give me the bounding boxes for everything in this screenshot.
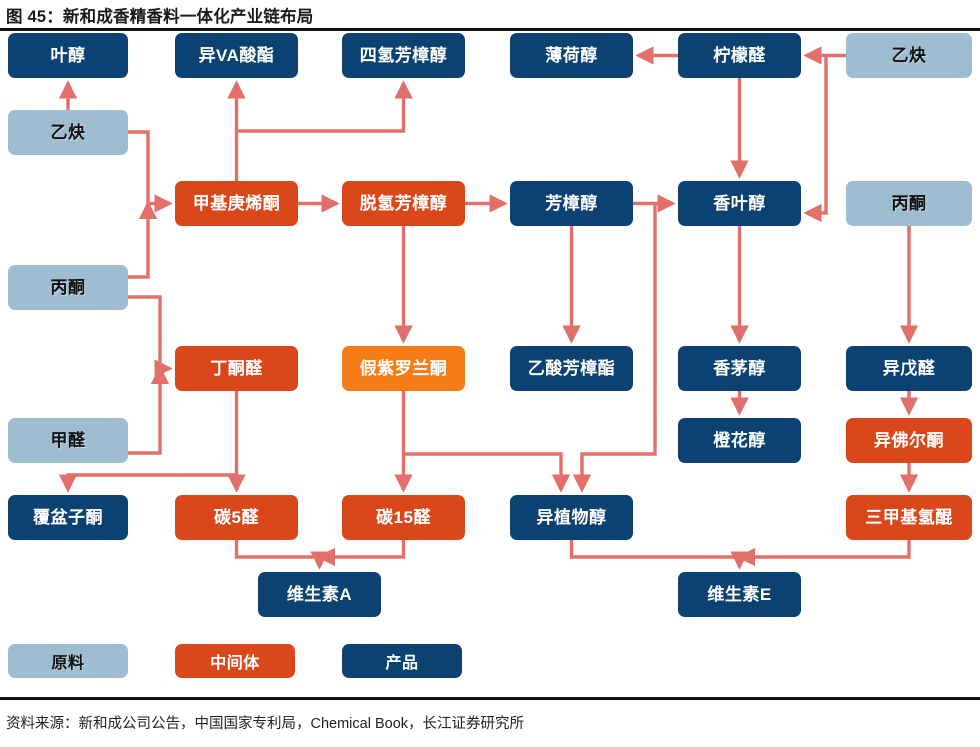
node-jiaziluolan: 假紫罗兰酮	[342, 346, 465, 391]
node-label: 丙酮	[891, 194, 927, 213]
node-yiva: 异VA酸酯	[175, 33, 298, 78]
node-label: 香叶醇	[713, 194, 766, 213]
node-label: 丙酮	[50, 278, 86, 297]
node-label: 维生素A	[286, 585, 353, 604]
node-tan5: 碳5醛	[175, 495, 298, 540]
source-note: 资料来源：新和成公司公告，中国国家专利局，Chemical Book，长江证券研…	[6, 716, 525, 732]
legend: 原料 中间体 产品	[0, 644, 980, 684]
edge-jiaziluolan-to-yizhiwuchun	[403, 452, 571, 493]
edge-tan15-to-weishengsua	[316, 540, 406, 567]
node-label: 异VA酸酯	[198, 46, 275, 65]
node-weishengsua: 维生素A	[258, 572, 381, 617]
node-sanjiajiqing: 三甲基氢醌	[846, 495, 972, 540]
node-label: 假紫罗兰酮	[359, 359, 448, 378]
node-label: 丁酮醛	[210, 359, 263, 378]
node-yizhiwuchun: 异植物醇	[510, 495, 633, 540]
node-label: 乙炔	[891, 46, 927, 65]
node-label: 乙酸芳樟酯	[527, 359, 616, 378]
node-dingtongquan: 丁酮醛	[175, 346, 298, 391]
edge-tan5-to-weishengsua	[234, 540, 329, 570]
node-label: 柠檬醛	[713, 46, 766, 65]
node-chenghuachun: 橙花醇	[678, 418, 801, 463]
edge-bingtong-to-jiajigengxi	[128, 200, 158, 279]
node-tuoqing: 脱氢芳樟醇	[342, 181, 465, 226]
footer-divider	[0, 697, 980, 700]
diagram-canvas: 叶醇异VA酸酯四氢芳樟醇薄荷醇柠檬醛乙炔乙炔甲基庚烯酮脱氢芳樟醇芳樟醇香叶醇丙酮…	[0, 29, 980, 697]
node-label: 橙花醇	[713, 431, 766, 450]
legend-label-raw: 原料	[51, 655, 85, 672]
node-label: 甲基庚烯酮	[192, 194, 281, 213]
node-label: 香茅醇	[713, 359, 766, 378]
node-jiajigengxi: 甲基庚烯酮	[175, 181, 298, 226]
node-label: 三甲基氢醌	[865, 508, 953, 527]
node-label: 异佛尔酮	[874, 431, 944, 450]
node-xiangmaochun: 香茅醇	[678, 346, 801, 391]
node-label: 碳5醛	[214, 508, 259, 527]
node-label: 异戊醛	[882, 359, 936, 378]
node-jiaquan: 甲醛	[8, 418, 128, 463]
title-divider	[0, 28, 980, 31]
node-bohechun: 薄荷醇	[510, 33, 633, 78]
legend-item-intermediate: 中间体	[175, 644, 295, 678]
edge-dingtongquan-to-fupenzi	[58, 473, 237, 493]
legend-label-product: 产品	[385, 655, 419, 672]
node-label: 甲醛	[50, 431, 86, 450]
node-label: 芳樟醇	[545, 194, 598, 213]
node-yisuanfang: 乙酸芳樟酯	[510, 346, 633, 391]
node-label: 碳15醛	[376, 508, 431, 527]
node-fangzhangchun: 芳樟醇	[510, 181, 633, 226]
edge-bingtong-to-dingtongquan	[128, 295, 173, 378]
page-title: 图 45：新和成香精香料一体化产业链布局	[6, 7, 314, 26]
node-label: 异植物醇	[536, 508, 607, 527]
legend-label-intermediate: 中间体	[210, 655, 260, 672]
node-yifoerqtong: 异佛尔酮	[846, 418, 972, 463]
node-label: 维生素E	[707, 585, 772, 604]
edge-fangzhangchun-to-yizhiwuchun	[572, 203, 657, 493]
node-yiwuquan: 异戊醛	[846, 346, 972, 391]
node-label: 薄荷醇	[545, 46, 598, 65]
node-label: 乙炔	[50, 123, 86, 142]
node-siqing: 四氢芳樟醇	[342, 33, 465, 78]
node-label: 四氢芳樟醇	[359, 46, 448, 65]
node-label: 覆盆子酮	[33, 508, 103, 527]
edge-yiquer-to-xiangyechun	[803, 55, 828, 223]
edge-yique-to-jiajigengxi	[128, 130, 173, 213]
legend-item-raw: 原料	[8, 644, 128, 678]
edge-sanjiajiqing-to-weishengsue	[736, 540, 911, 567]
node-bingtongr: 丙酮	[846, 181, 972, 226]
edge-group	[58, 46, 919, 570]
edge-jiaquan-to-dingtongquan	[128, 365, 170, 455]
node-fupenzi: 覆盆子酮	[8, 495, 128, 540]
edge-jiajigengxi-to-siqing	[236, 80, 413, 133]
node-tan15: 碳15醛	[342, 495, 465, 540]
node-label: 叶醇	[50, 46, 86, 65]
node-yiquer: 乙炔	[846, 33, 972, 78]
figure-title-bar: 图 45：新和成香精香料一体化产业链布局	[0, 0, 980, 29]
node-yique: 乙炔	[8, 110, 128, 155]
node-bingtong: 丙酮	[8, 265, 128, 310]
edge-layer	[58, 46, 919, 570]
node-yechun: 叶醇	[8, 33, 128, 78]
edge-yizhiwuchun-to-weishengsue	[569, 540, 749, 570]
node-xiangyechun: 香叶醇	[678, 181, 801, 226]
node-weishengsue: 维生素E	[678, 572, 801, 617]
node-ningmengquan: 柠檬醛	[678, 33, 801, 78]
node-label: 脱氢芳樟醇	[359, 194, 448, 213]
legend-item-product: 产品	[342, 644, 462, 678]
